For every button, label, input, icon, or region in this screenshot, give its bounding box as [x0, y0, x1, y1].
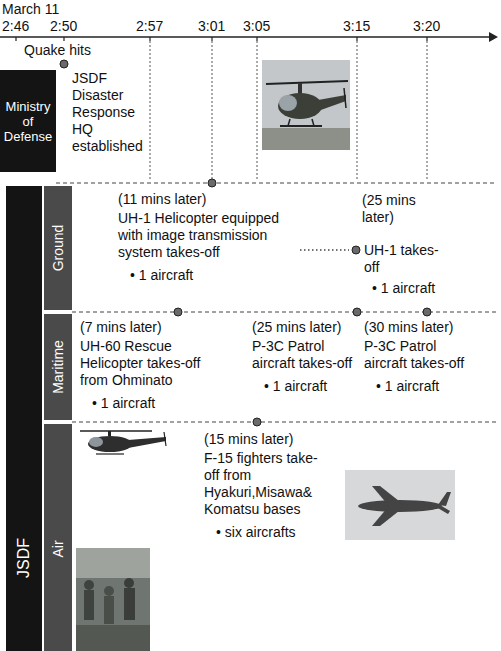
force-bar: JSDF	[6, 186, 42, 651]
delay-note: (15 mins later)	[204, 431, 318, 448]
event-text: UH-1 takes-off	[364, 242, 448, 276]
delay-note: (7 mins later)	[80, 319, 208, 336]
branch-box: Maritime	[44, 314, 72, 420]
count-note: • 1 aircraft	[372, 280, 435, 297]
node-label: Air	[50, 540, 66, 557]
event-text: UH-1 Helicopter equipped with image tran…	[118, 210, 294, 261]
delay-note: (11 mins later)	[118, 191, 294, 208]
branch-box: Ground	[44, 186, 72, 310]
personnel-photo	[76, 548, 150, 651]
aircraft-photo	[345, 470, 455, 540]
event-text: F-15 fighters take-off from Hyakuri,Misa…	[204, 450, 318, 518]
time-label: 3:20	[413, 18, 440, 35]
node-label: JSDF	[15, 538, 33, 578]
agency-box: Ministry of Defense	[0, 70, 56, 172]
delay-note: (30 mins later)	[364, 319, 470, 336]
branch-box: Air	[44, 424, 72, 651]
time-label: 2:57	[136, 18, 163, 35]
node-label: Ground	[50, 225, 66, 272]
time-label: 2:50	[50, 18, 77, 35]
count-note: • six aircrafts	[204, 524, 318, 541]
event-text: P-3C Patrol aircraft takes-off	[252, 338, 358, 372]
leader-line	[300, 249, 349, 251]
time-guides	[150, 41, 427, 180]
delay-note: (25 mins later)	[362, 192, 432, 226]
count-note: • 1 aircraft	[80, 395, 208, 412]
delay-note: (25 mins later)	[252, 319, 358, 336]
event-label: Quake hits	[24, 42, 91, 59]
helicopter-photo	[262, 60, 350, 150]
time-label: 3:01	[198, 18, 225, 35]
node-label: Ministry of Defense	[3, 99, 53, 144]
event-text: JSDF Disaster Response HQ established	[72, 70, 150, 155]
count-note: • 1 aircraft	[118, 267, 294, 284]
count-note: • 1 aircraft	[364, 378, 470, 395]
time-label: 3:05	[243, 18, 270, 35]
time-label: 2:46	[2, 18, 29, 35]
count-note: • 1 aircraft	[252, 378, 358, 395]
row-separators	[56, 183, 497, 422]
rescue-helicopter-picture	[80, 431, 166, 454]
node-label: Maritime	[50, 340, 66, 394]
time-label: 3:15	[343, 18, 370, 35]
event-text: UH-60 Rescue Helicopter takes-off from O…	[80, 338, 208, 389]
date-label: March 11	[2, 1, 59, 18]
event-text: P-3C Patrol aircraft takes-off	[364, 338, 470, 372]
